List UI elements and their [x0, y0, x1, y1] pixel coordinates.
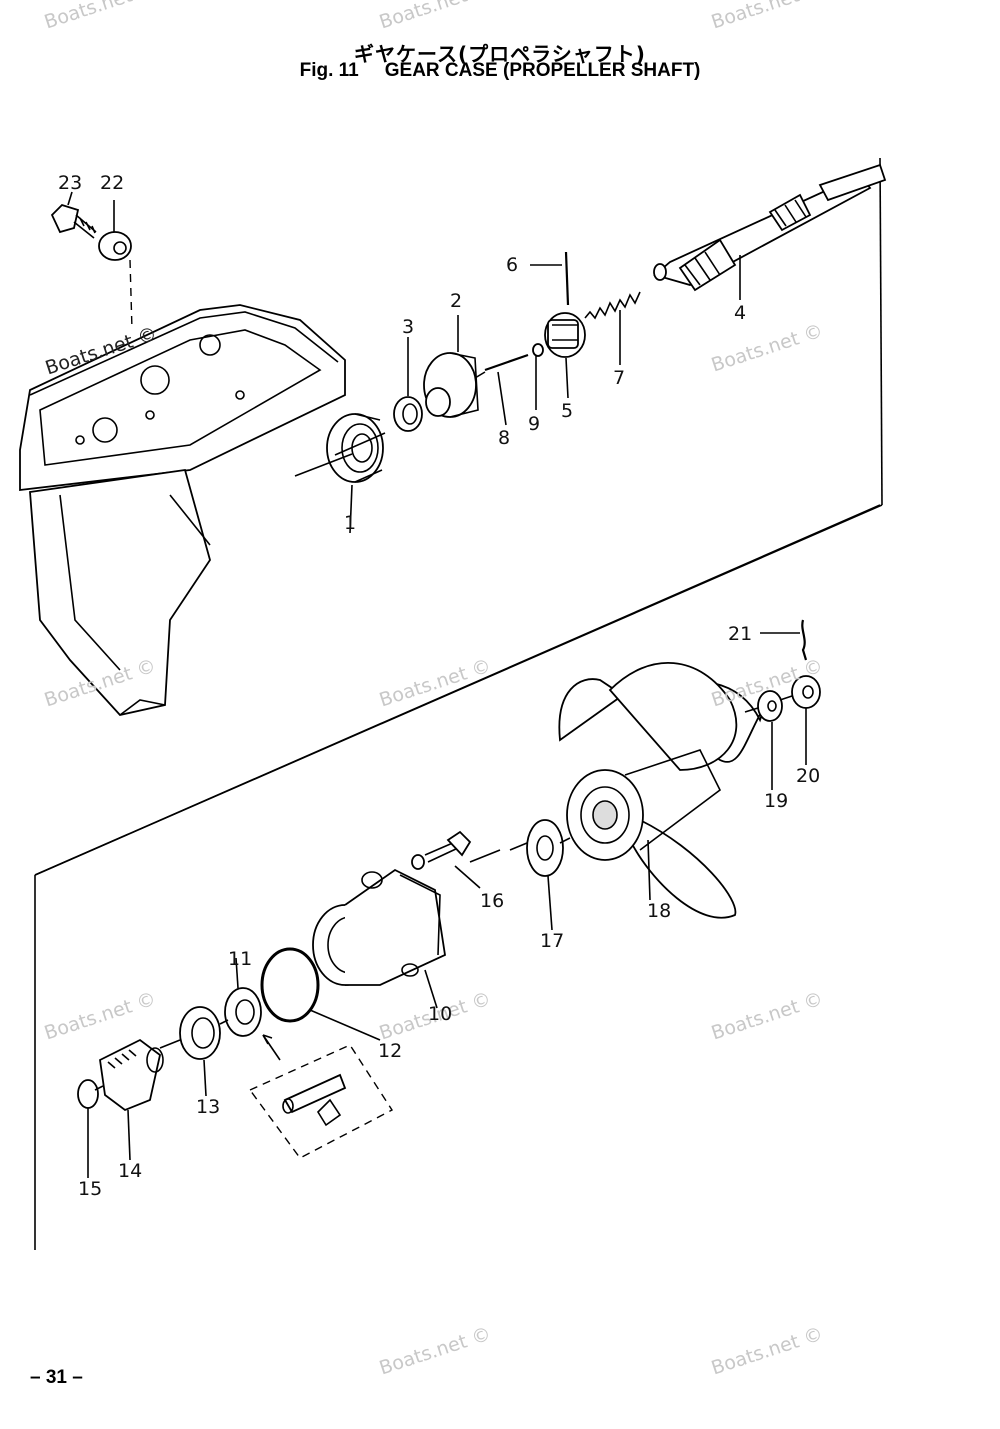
part-9: [532, 343, 544, 357]
bevel-gear-2: [423, 352, 479, 418]
callout-14: 14: [118, 1160, 143, 1182]
callout-7: 7: [613, 367, 626, 389]
thrust-washer-17: [526, 819, 564, 877]
title-english: Fig. 11 GEAR CASE (PROPELLER SHAFT): [0, 60, 1000, 82]
figure-title: GEAR CASE (PROPELLER SHAFT): [384, 60, 701, 81]
callout-10: 10: [428, 1003, 453, 1025]
callout-12: 12: [378, 1040, 403, 1062]
leader-lines: [67, 191, 807, 1178]
callout-9: 9: [528, 413, 541, 435]
callout-8: 8: [498, 427, 511, 449]
bolt-16: [411, 830, 472, 870]
cotter-pin-21: [801, 619, 808, 661]
callout-18: 18: [647, 900, 672, 922]
page-number: – 31 –: [30, 1367, 83, 1388]
shaft-pin-8: [484, 353, 529, 372]
bevel-gear-14: [99, 1038, 164, 1112]
callout-1: 1: [344, 512, 357, 534]
callout-19: 19: [764, 790, 789, 812]
needle-bearing-detail-box: [248, 1034, 394, 1159]
clutch-5: [544, 312, 586, 358]
propeller-18: [558, 661, 766, 919]
callout-22: 22: [100, 172, 125, 194]
callout-3: 3: [402, 316, 415, 338]
lower-section-frame: [34, 504, 881, 876]
bolt-23: [50, 203, 97, 239]
callout-23: 23: [58, 172, 83, 194]
callout-4: 4: [734, 302, 747, 324]
callout-16: 16: [480, 890, 505, 912]
spring-7: [584, 291, 641, 320]
gear-case-housing: [19, 304, 346, 716]
shim-15: [77, 1079, 99, 1109]
callout-5: 5: [561, 400, 574, 422]
ball-bearing-13: [179, 1006, 221, 1060]
o-ring-12: [260, 947, 320, 1023]
callout-17: 17: [540, 930, 565, 952]
propeller-shaft-4: [653, 163, 887, 292]
callout-11: 11: [228, 948, 253, 970]
callout-20: 20: [796, 765, 821, 787]
ball-bearing-1: [326, 413, 384, 483]
callout-21: 21: [728, 623, 753, 645]
washer-19: [757, 690, 783, 722]
cross-pin-6: [564, 251, 570, 306]
callout-6: 6: [506, 254, 519, 276]
bearing-housing-10: [312, 868, 446, 986]
shim-3: [393, 396, 423, 432]
callout-15: 15: [78, 1178, 103, 1200]
callout-13: 13: [196, 1096, 221, 1118]
oil-seal-11: [224, 987, 262, 1037]
figure-number: Fig. 11: [299, 60, 359, 81]
callout-2: 2: [450, 290, 463, 312]
washer-22: [98, 231, 132, 261]
title-japanese: ギヤケース(プロペラシャフト): [354, 42, 646, 66]
